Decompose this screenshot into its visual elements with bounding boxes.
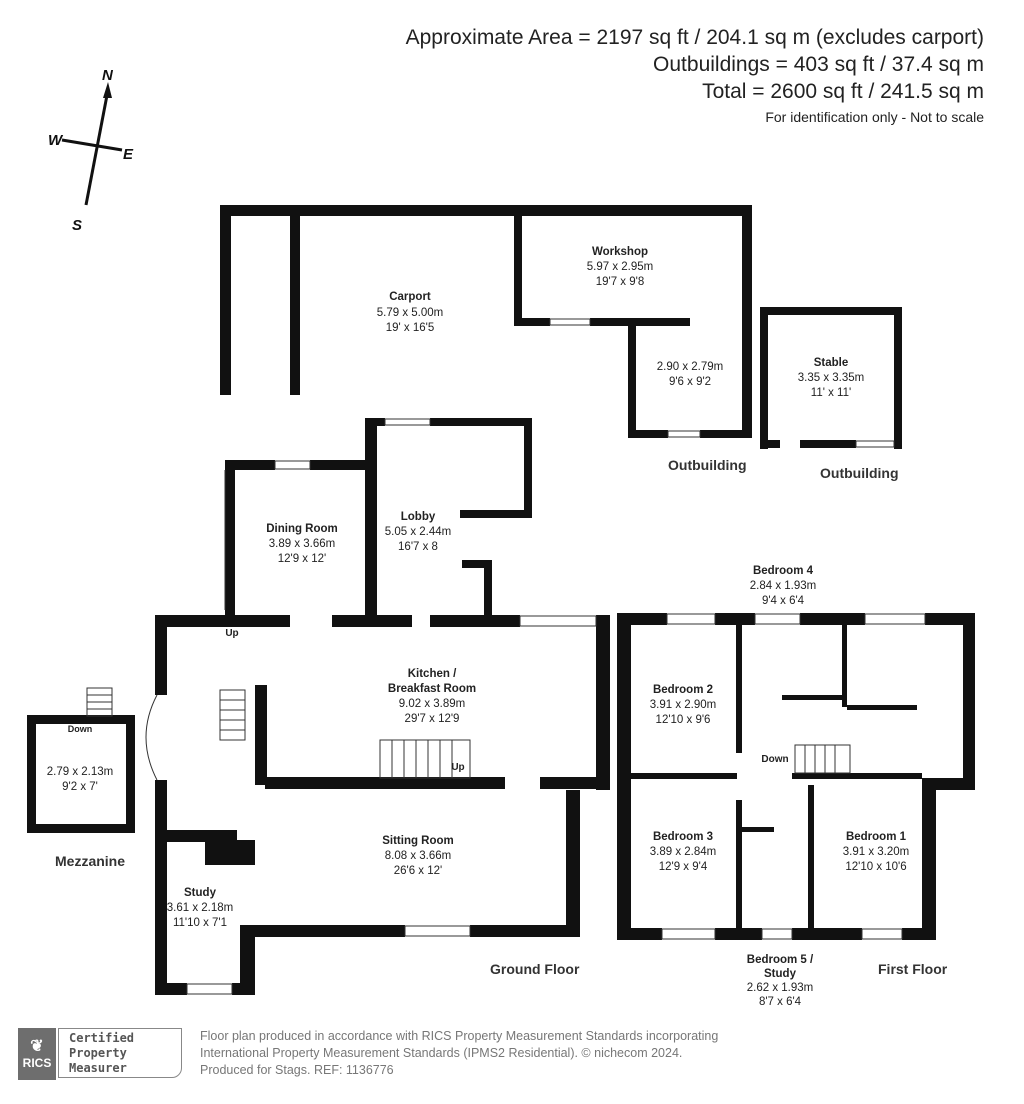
room-metric: 3.61 x 2.18m [167,902,233,914]
room-imperial: 26'6 x 12' [394,865,443,877]
room-name: Kitchen / [408,668,457,680]
room-name: Bedroom 1 [846,831,907,843]
room-metric: 5.97 x 2.95m [587,261,653,273]
outbuildings-area: Outbuildings = 403 sq ft / 37.4 sq m [653,53,984,76]
room-imperial: 9'2 x 7' [62,781,98,793]
room-metric: 2.79 x 2.13m [47,766,113,778]
room-metric: 3.89 x 2.84m [650,846,716,858]
room-labels: Carport 5.79 x 5.00m 19' x 16'5 Workshop 5.… [47,246,909,1008]
room-imperial: 16'7 x 8 [398,541,438,553]
staircases [86,687,851,779]
room-metric: 3.35 x 3.35m [798,372,864,384]
room-metric: 9.02 x 3.89m [399,698,465,710]
room-lobby: Lobby 5.05 x 2.44m 16'7 x 8 [385,511,451,553]
compass-e: E [123,146,134,163]
room-name: Study [184,887,217,899]
room-metric: 5.05 x 2.44m [385,526,451,538]
disclaimer: For identification only - Not to scale [765,109,984,125]
room-metric: 3.89 x 3.66m [269,538,335,550]
windows [145,318,926,995]
room-metric: 2.90 x 2.79m [657,361,723,373]
room-name: Carport [389,291,431,303]
room-imperial: 11' x 11' [811,387,851,399]
stairs-down-label: Down [761,754,788,765]
room-name: Workshop [592,246,648,258]
room-carport: Carport 5.79 x 5.00m 19' x 16'5 [377,291,443,334]
rics-badge: ❦RICS Certified Property Measurer [18,1028,188,1080]
room-imperial: 8'7 x 6'4 [759,996,802,1008]
outbuilding-label: Outbuilding [820,465,899,481]
room-sitting: Sitting Room 8.08 x 3.66m 26'6 x 12' [382,835,454,877]
room-name: Breakfast Room [388,683,476,695]
compass-n: N [102,67,114,84]
room-bedroom5: Bedroom 5 / Study 2.62 x 1.93m 8'7 x 6'4 [747,954,814,1008]
mezzanine-label: Mezzanine [55,853,125,869]
room-metric: 2.84 x 1.93m [750,580,816,592]
room-name: Study [764,968,797,980]
badge-line: Property [69,1046,127,1060]
room-kitchen: Kitchen / Breakfast Room 9.02 x 3.89m 29'7 … [388,668,476,725]
room-mezzanine: Down 2.79 x 2.13m 9'2 x 7' [47,724,113,793]
compass-w: W [48,132,64,149]
room-name: Dining Room [266,523,338,535]
room-name: Bedroom 3 [653,831,713,843]
stairs-up-label: Up [451,762,464,773]
outbuilding-label: Outbuilding [668,457,747,473]
room-name: Bedroom 2 [653,684,713,696]
room-bedroom4: Bedroom 4 2.84 x 1.93m 9'4 x 6'4 [750,565,816,607]
area-summary: Approximate Area = 2197 sq ft / 204.1 sq… [406,24,984,125]
room-metric: 8.08 x 3.66m [385,850,451,862]
room-dining: Dining Room 3.89 x 3.66m 12'9 x 12' [266,523,338,565]
footer-notes: Floor plan produced in accordance with R… [200,1028,718,1079]
room-metric: 5.79 x 5.00m [377,307,443,319]
rics-emblem-icon: ❦ [30,1038,44,1055]
room-imperial: 9'6 x 9'2 [669,376,711,388]
walls [27,205,975,995]
room-imperial: 19'7 x 9'8 [596,276,645,288]
floor-labels: Outbuilding Outbuilding Mezzanine Ground… [55,457,948,977]
first-floor-label: First Floor [878,961,948,977]
rics-logo: ❦RICS [18,1028,56,1080]
room-bedroom2: Bedroom 2 3.91 x 2.90m 12'10 x 9'6 [650,684,716,726]
footer-line: International Property Measurement Stand… [200,1046,683,1060]
room-metric: 2.62 x 1.93m [747,982,813,994]
room-imperial: 29'7 x 12'9 [405,713,460,725]
certified-measurer: Certified Property Measurer [58,1028,182,1078]
room-stable: Stable 3.35 x 3.35m 11' x 11' [798,357,864,399]
footer-line: Produced for Stags. REF: 1136776 [200,1063,394,1077]
stairs-up-label: Up [225,628,238,639]
approximate-area: Approximate Area = 2197 sq ft / 204.1 sq… [405,26,984,49]
room-imperial: 12'9 x 9'4 [659,861,708,873]
room-bedroom1: Bedroom 1 3.91 x 3.20m 12'10 x 10'6 [843,831,909,873]
room-imperial: 9'4 x 6'4 [762,595,805,607]
room-name: Stable [814,357,849,369]
room-study: Study 3.61 x 2.18m 11'10 x 7'1 [167,887,233,929]
room-imperial: 11'10 x 7'1 [173,917,227,929]
room-workshop: Workshop 5.97 x 2.95m 19'7 x 9'8 [587,246,653,288]
compass-icon: N S E W [48,67,134,234]
stairs-down-label: Down [68,724,93,734]
rics-logo-text: RICS [22,1056,52,1070]
room-imperial: 19' x 16'5 [386,322,435,334]
badge-line: Measurer [69,1061,127,1075]
room-imperial: 12'10 x 10'6 [845,861,906,873]
ground-floor-label: Ground Floor [490,961,580,977]
room-name: Lobby [401,511,436,523]
room-metric: 3.91 x 2.90m [650,699,716,711]
compass-s: S [72,217,82,234]
room-name: Bedroom 5 / [747,954,814,966]
room-bedroom3: Bedroom 3 3.89 x 2.84m 12'9 x 9'4 [650,831,716,873]
room-name: Bedroom 4 [753,565,814,577]
room-outbuilding: 2.90 x 2.79m 9'6 x 9'2 [657,361,723,388]
room-imperial: 12'10 x 9'6 [656,714,711,726]
room-metric: 3.91 x 3.20m [843,846,909,858]
room-name: Sitting Room [382,835,454,847]
total-area: Total = 2600 sq ft / 241.5 sq m [702,80,984,103]
badge-line: Certified [69,1031,135,1045]
footer-line: Floor plan produced in accordance with R… [200,1029,719,1043]
room-imperial: 12'9 x 12' [278,553,327,565]
